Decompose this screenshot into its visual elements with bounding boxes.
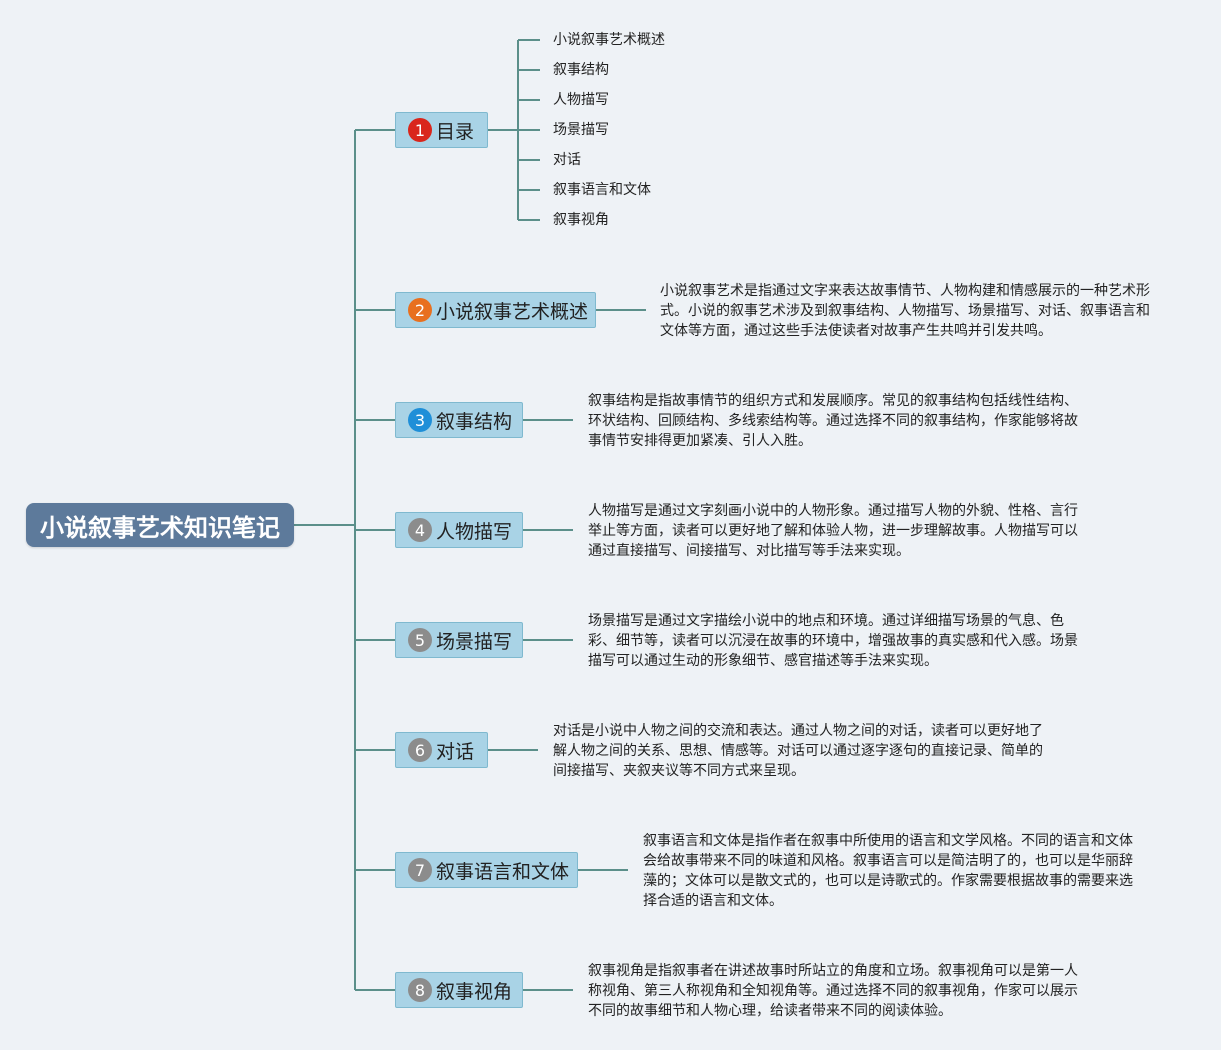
branch-perspective[interactable]: 8 叙事视角 [395, 972, 523, 1008]
description-line: 叙事视角是指叙事者在讲述故事时所站立的角度和立场。叙事视角可以是第一人 [588, 963, 1078, 979]
description-line: 不同的故事细节和人物心理，给读者带来不同的阅读体验。 [588, 1003, 952, 1019]
description-line: 对话是小说中人物之间的交流和表达。通过人物之间的对话，读者可以更好地了 [553, 723, 1043, 739]
branch-description: 叙事视角是指叙事者在讲述故事时所站立的角度和立场。叙事视角可以是第一人 称视角、… [588, 961, 1088, 1021]
description-line: 环状结构、回顾结构、多线索结构等。通过选择不同的叙事结构，作家能够将故 [588, 413, 1078, 429]
description-line: 举止等方面，读者可以更好地了解和体验人物，进一步理解故事。人物描写可以 [588, 523, 1078, 539]
branch-label: 对话 [436, 740, 475, 763]
description-line: 小说叙事艺术是指通过文字来表达故事情节、人物构建和情感展示的一种艺术形 [660, 283, 1150, 299]
description-line: 场景描写是通过文字描绘小说中的地点和环境。通过详细描写场景的气息、色 [588, 613, 1064, 629]
branch-label: 叙事语言和文体 [436, 860, 570, 883]
root-node[interactable]: 小说叙事艺术知识笔记 [26, 503, 294, 547]
toc-item[interactable]: 叙事语言和文体 [553, 182, 651, 198]
description-line: 式。小说的叙事艺术涉及到叙事结构、人物描写、场景描写、对话、叙事语言和 [660, 303, 1150, 319]
description-line: 叙事结构是指故事情节的组织方式和发展顺序。常见的叙事结构包括线性结构、 [588, 393, 1078, 409]
branch-description: 叙事语言和文体是指作者在叙事中所使用的语言和文学风格。不同的语言和文体 会给故事… [643, 831, 1143, 911]
branch-label: 叙事结构 [436, 410, 513, 433]
description-line: 通过直接描写、间接描写、对比描写等手法来实现。 [588, 543, 910, 559]
description-line: 叙事语言和文体是指作者在叙事中所使用的语言和文学风格。不同的语言和文体 [643, 833, 1133, 849]
branch-dialogue[interactable]: 6 对话 [395, 732, 488, 768]
description-line: 彩、细节等，读者可以沉浸在故事的环境中，增强故事的真实感和代入感。场景 [588, 633, 1078, 649]
badge-6-icon: 6 [408, 738, 432, 762]
branch-label: 人物描写 [436, 520, 513, 543]
description-line: 会给故事带来不同的味道和风格。叙事语言可以是简洁明了的，也可以是华丽辞 [643, 853, 1133, 869]
description-line: 事情节安排得更加紧凑、引人入胜。 [588, 433, 812, 449]
toc-item[interactable]: 场景描写 [553, 122, 609, 138]
branch-toc[interactable]: 1 目录 [395, 112, 488, 148]
branch-scene[interactable]: 5 场景描写 [395, 622, 523, 658]
branch-description: 对话是小说中人物之间的交流和表达。通过人物之间的对话，读者可以更好地了 解人物之… [553, 721, 1053, 781]
badge-3-icon: 3 [408, 408, 432, 432]
badge-4-icon: 4 [408, 518, 432, 542]
branch-language-style[interactable]: 7 叙事语言和文体 [395, 852, 578, 888]
branch-description: 场景描写是通过文字描绘小说中的地点和环境。通过详细描写场景的气息、色 彩、细节等… [588, 611, 1088, 671]
description-line: 择合适的语言和文体。 [643, 893, 783, 909]
root-title: 小说叙事艺术知识笔记 [40, 513, 280, 542]
branch-structure[interactable]: 3 叙事结构 [395, 402, 523, 438]
branch-character[interactable]: 4 人物描写 [395, 512, 523, 548]
description-line: 解人物之间的关系、思想、情感等。对话可以通过逐字逐句的直接记录、简单的 [553, 743, 1043, 759]
description-line: 称视角、第三人称视角和全知视角等。通过选择不同的叙事视角，作家可以展示 [588, 983, 1078, 999]
badge-7-icon: 7 [408, 858, 432, 882]
badge-1-icon: 1 [408, 118, 432, 142]
description-line: 人物描写是通过文字刻画小说中的人物形象。通过描写人物的外貌、性格、言行 [588, 503, 1078, 519]
badge-5-icon: 5 [408, 628, 432, 652]
toc-item[interactable]: 对话 [553, 152, 581, 168]
branch-label: 小说叙事艺术概述 [436, 300, 589, 323]
toc-item[interactable]: 小说叙事艺术概述 [553, 32, 665, 48]
toc-item[interactable]: 人物描写 [553, 92, 609, 108]
description-line: 文体等方面，通过这些手法使读者对故事产生共鸣并引发共鸣。 [660, 323, 1052, 339]
branch-description: 人物描写是通过文字刻画小说中的人物形象。通过描写人物的外貌、性格、言行 举止等方… [588, 501, 1088, 561]
branch-label: 叙事视角 [436, 980, 513, 1003]
badge-2-icon: 2 [408, 298, 432, 322]
branch-description: 小说叙事艺术是指通过文字来表达故事情节、人物构建和情感展示的一种艺术形 式。小说… [660, 281, 1160, 341]
description-line: 描写可以通过生动的形象细节、感官描述等手法来实现。 [588, 653, 938, 669]
toc-item[interactable]: 叙事结构 [553, 62, 609, 78]
toc-item[interactable]: 叙事视角 [553, 212, 609, 228]
branch-label: 场景描写 [436, 630, 513, 653]
description-line: 藻的；文体可以是散文式的，也可以是诗歌式的。作家需要根据故事的需要来选 [643, 873, 1133, 889]
branch-description: 叙事结构是指故事情节的组织方式和发展顺序。常见的叙事结构包括线性结构、 环状结构… [588, 391, 1088, 451]
description-line: 间接描写、夹叙夹议等不同方式来呈现。 [553, 763, 805, 779]
branch-label: 目录 [436, 120, 475, 143]
badge-8-icon: 8 [408, 978, 432, 1002]
branch-overview[interactable]: 2 小说叙事艺术概述 [395, 292, 596, 328]
